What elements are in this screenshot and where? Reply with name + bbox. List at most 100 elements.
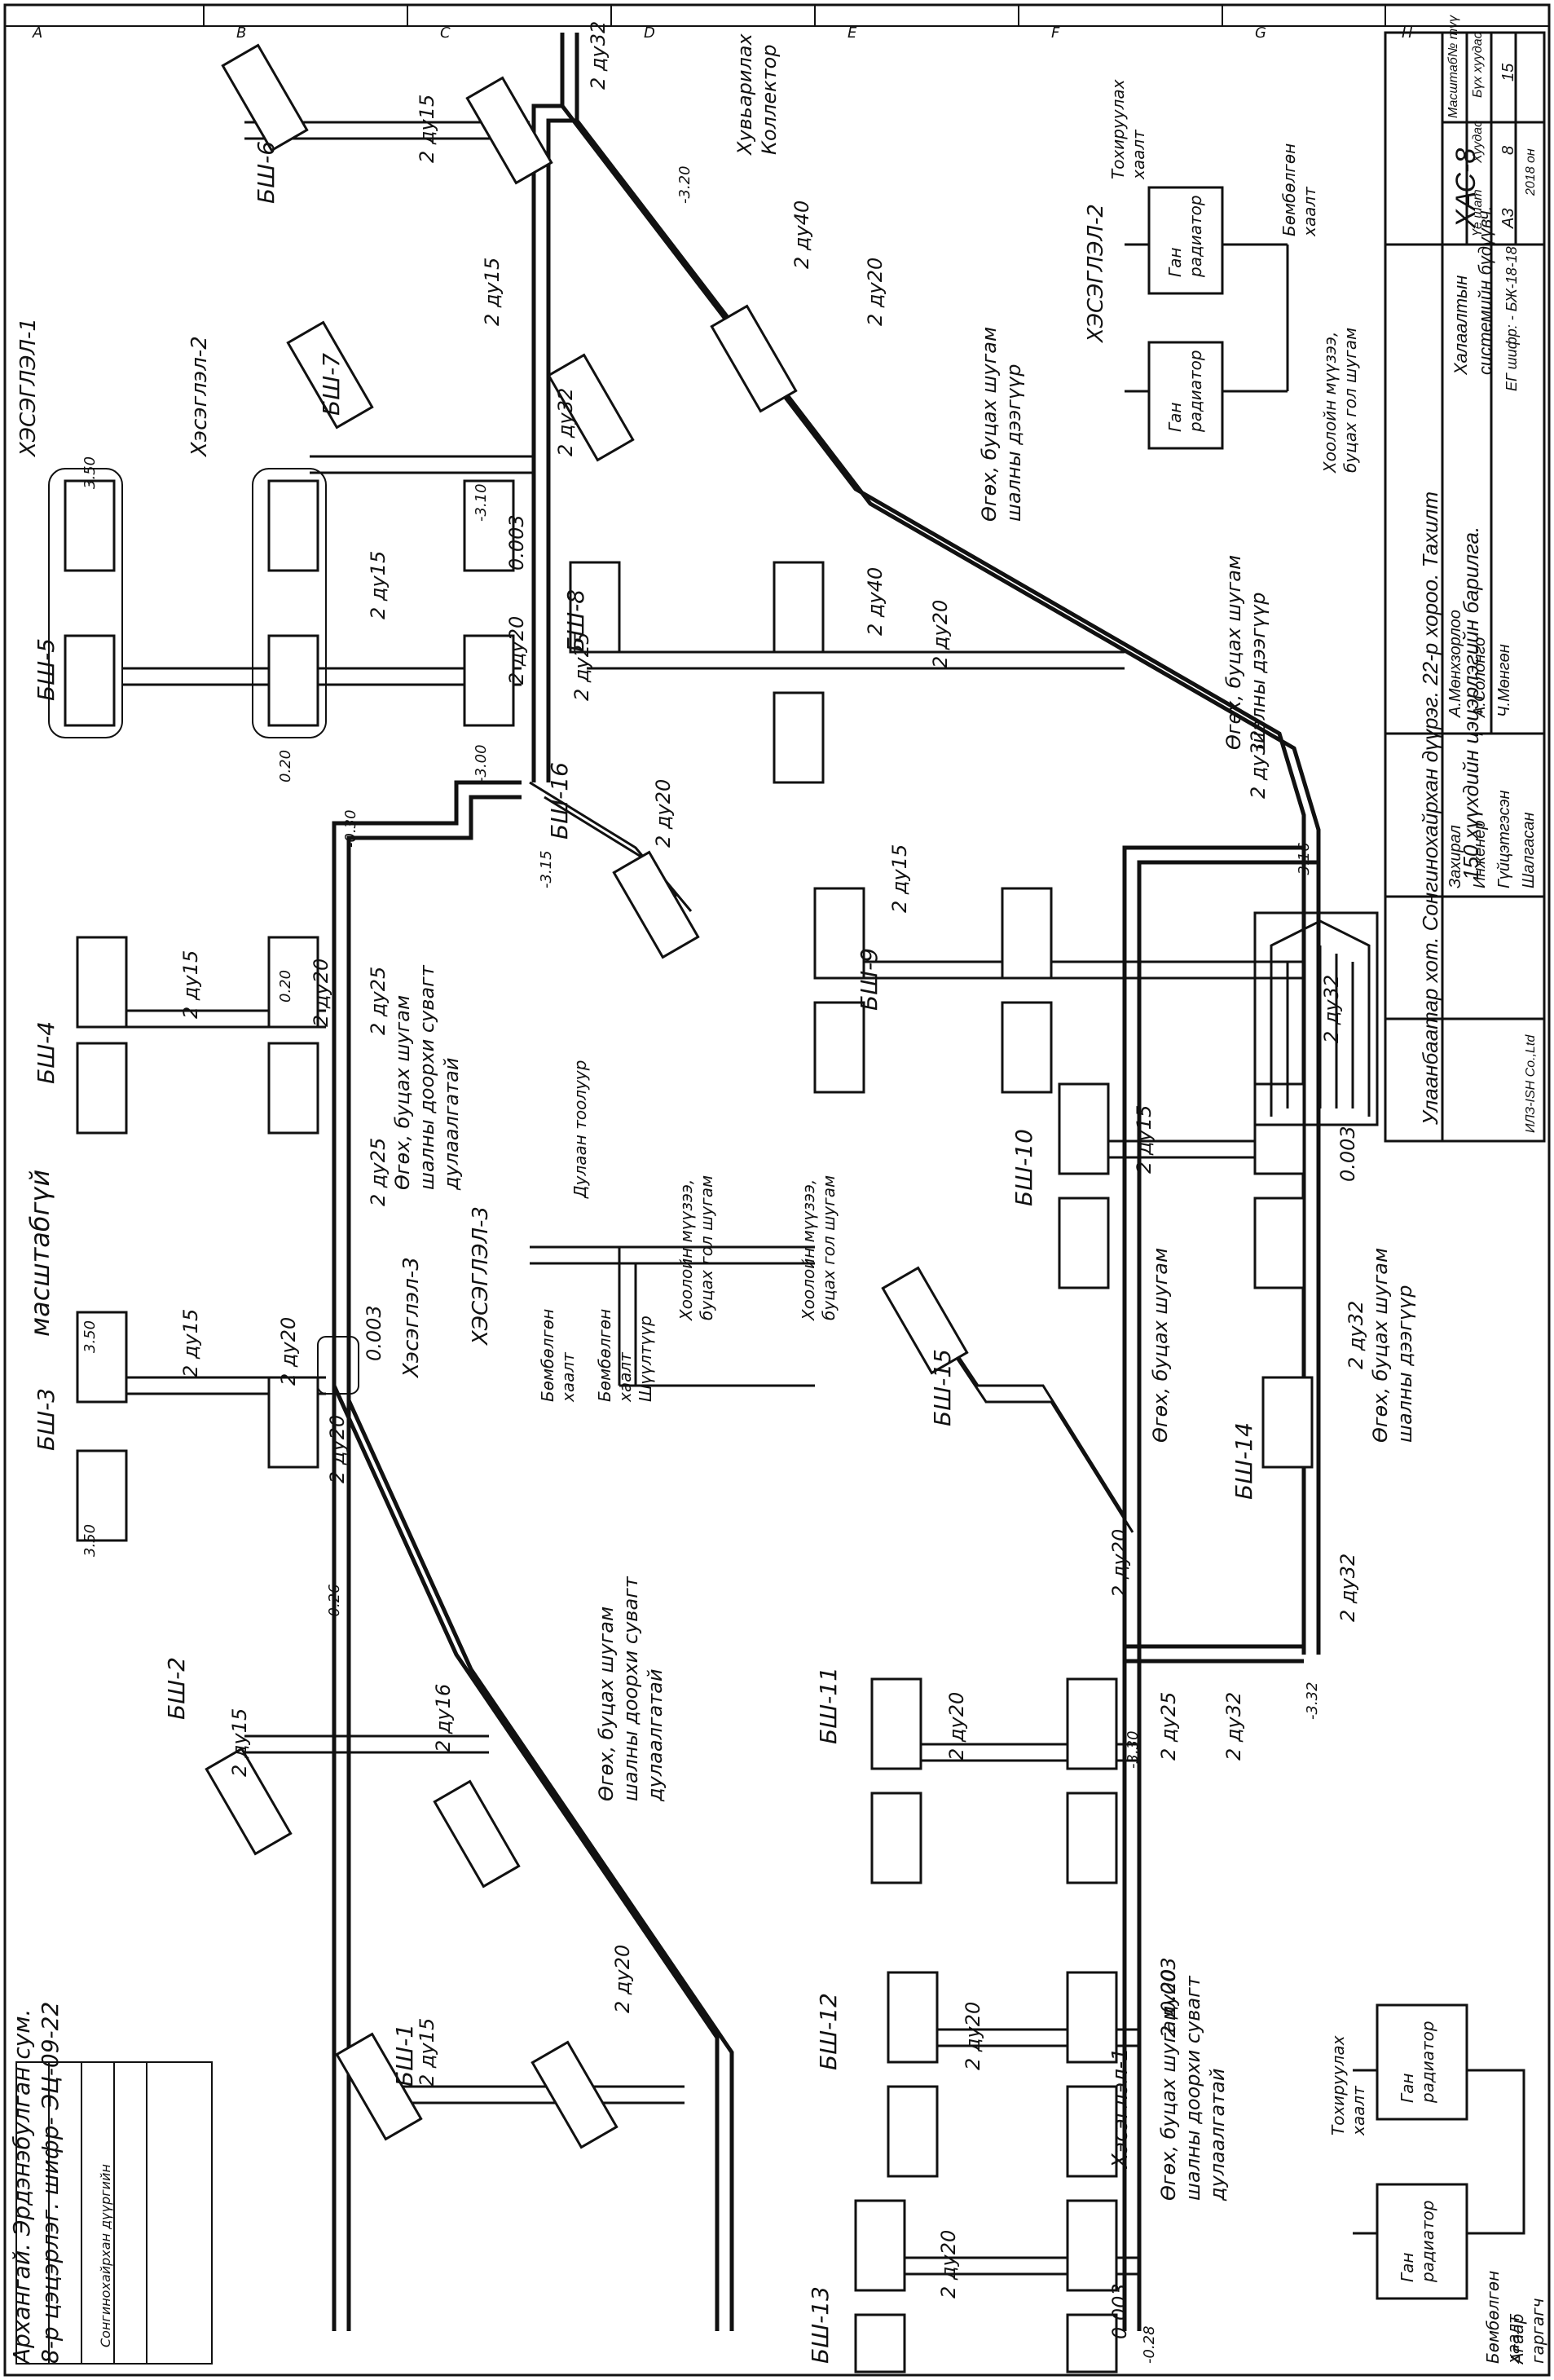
year-note: 2018 он xyxy=(1524,148,1538,196)
person-2: А.Солонго xyxy=(1471,637,1489,717)
radiator-label: Ган xyxy=(1165,402,1185,432)
route-note: дулаалгатай xyxy=(440,1057,463,1191)
valve-label: Тохируулах xyxy=(1108,79,1128,179)
drain-label: буцах гол шугам xyxy=(1340,327,1360,473)
pipe-size-label: 2 ду32 xyxy=(554,387,577,456)
elevation-label: -0.26 xyxy=(326,1584,343,1622)
pipe-size-label: 2 ду15 xyxy=(1133,1104,1156,1174)
pipe-size-label: 2 ду20 xyxy=(277,1316,300,1386)
role-4: Шалгасан xyxy=(1520,812,1538,888)
role-1: Захирал xyxy=(1446,825,1464,888)
margin-letter-d: D xyxy=(644,24,655,42)
pipe-size-label: 2 ду32 xyxy=(1345,1300,1367,1369)
riser-label: БШ-7 xyxy=(318,352,345,416)
person-1: А.Мөнхзорлоо xyxy=(1446,610,1464,717)
margin-letter-a: A xyxy=(33,24,43,42)
pipe-size-label: 2 ду20 xyxy=(929,599,952,668)
node-outlines xyxy=(48,468,359,1395)
route-note: Өгөх, буцах шугам xyxy=(1157,2005,1180,2201)
elevation-label: -3.32 xyxy=(1304,1681,1321,1720)
valve-label: Бөмбөлгөн xyxy=(538,1308,557,1402)
route-note: Өгөх, буцах шугам xyxy=(978,326,1001,522)
drain-label: Хоолойн мүүзээ, xyxy=(676,1179,696,1320)
elevation-label: 3.50 xyxy=(81,1320,99,1353)
node-label: ХЭСЭГЛЭЛ-1 xyxy=(16,318,41,456)
valve-label: хаалт xyxy=(558,1352,578,1402)
stamp-box xyxy=(15,2061,213,2365)
pipe-size-label: 2 ду25 xyxy=(570,632,593,701)
elevation-label: 3.50 xyxy=(81,1523,99,1557)
pipe-size-label: 2 ду40 xyxy=(790,200,813,269)
pipe-size-label: 2 ду15 xyxy=(179,1308,202,1377)
riser-label: БШ-1 xyxy=(391,2023,418,2087)
route-note: Өгөх, буцах шугам xyxy=(1369,1247,1392,1443)
radiator-label: радиатор xyxy=(1186,350,1205,432)
pipe-size-label: 2 ду25 xyxy=(367,966,390,1035)
route-note: Өгөх, буцах шугам xyxy=(1149,1247,1172,1443)
handwritten-note: Архангай. Эрдэнэбулган сум. xyxy=(8,2008,35,2364)
route-note: шалны дээгүүр xyxy=(1247,592,1270,750)
val-format: А3 xyxy=(1499,208,1517,228)
valve-label: хаалт xyxy=(615,1352,635,1402)
pipe-size-label: 2 ду25 xyxy=(367,1137,390,1206)
valve-label: хаалт xyxy=(1129,130,1148,179)
margin-ticks xyxy=(203,5,1386,26)
inset-schematic-top xyxy=(1125,186,1289,450)
pipe-size-label: 2 ду15 xyxy=(416,2017,438,2087)
valve-label: Бөмбөлгөн xyxy=(1279,143,1299,236)
riser-label: БШ-12 xyxy=(815,1993,842,2070)
node-label: Хэсэглэл-1 xyxy=(1108,2047,1133,2168)
riser-label: БШ-9 xyxy=(856,947,883,1011)
route-note: дулаалгатай xyxy=(1206,2068,1229,2202)
elevation-label: 3.50 xyxy=(81,456,99,489)
slope-label: 0.003 xyxy=(1108,2283,1131,2339)
margin-letter-b: B xyxy=(236,24,247,42)
col-sheetno: Хуудас xyxy=(1471,120,1485,163)
sheet-title-line-1: Халаалтын xyxy=(1451,275,1471,375)
riser-label: БШ-16 xyxy=(546,762,573,840)
drain-label: Хоолойн мүүзээ, xyxy=(1320,331,1340,473)
pipe-size-label: 2 ду32 xyxy=(1336,1553,1359,1622)
riser-label: БШ-6 xyxy=(253,140,280,204)
margin-letter-g: G xyxy=(1255,24,1266,42)
title-block xyxy=(1384,31,1546,1143)
route-note: шалны доорхи сувагт xyxy=(1182,1976,1204,2201)
node-label: ХЭСЭГЛЭЛ-3 xyxy=(469,1206,493,1345)
drain-label: буцах гол шугам xyxy=(697,1175,716,1320)
col-total: Бүх хуудас xyxy=(1471,32,1485,98)
margin-letter-h: H xyxy=(1402,24,1413,42)
sheet-frame xyxy=(3,3,1551,2377)
riser-label: БШ-2 xyxy=(163,1656,190,1720)
route-note: Өгөх, буцах шугам xyxy=(1222,554,1245,750)
val-sheetno: 8 xyxy=(1499,145,1517,155)
route-note: Өгөх, буцах шугам xyxy=(391,994,414,1190)
pipe-size-label: 2 ду20 xyxy=(945,1691,968,1761)
radiator-label: Ган xyxy=(1398,2073,1417,2103)
role-3: Гүйцэтгэсэн xyxy=(1495,790,1513,888)
thermo-label: Дулаан тоолуур xyxy=(570,1060,590,1198)
riser-label: БШ-4 xyxy=(33,1020,59,1084)
elevation-label: -3.16 xyxy=(1296,842,1313,880)
drain-label: Хоолойн мүүзээ, xyxy=(799,1179,818,1320)
elevation-label: -3.00 xyxy=(473,744,490,782)
pipe-size-label: 2 ду20 xyxy=(962,2001,984,2070)
node-label: ХЭСЭГЛЭЛ-2 xyxy=(1084,204,1108,342)
radiators xyxy=(64,43,1314,2373)
valve-label: Тохируулах xyxy=(1328,2035,1348,2135)
drain-label: буцах гол шугам xyxy=(819,1175,839,1320)
radiator-label: Ган xyxy=(1398,2252,1417,2282)
filter-label: Шүүлтүүр xyxy=(636,1316,655,1402)
slope-label: 0.003 xyxy=(1336,1126,1359,1182)
pipe-size-label: 2 ду40 xyxy=(864,566,887,636)
pipe-size-label: 2 ду15 xyxy=(888,844,911,913)
scale-note: масштабгүй xyxy=(24,1169,55,1337)
route-note: Өгөх, буцах шугам xyxy=(595,1606,618,1801)
air-label: гаргагч xyxy=(1528,2298,1547,2364)
pipe-size-label: 2 ду32 xyxy=(587,20,610,90)
handwritten-note: 8-р цэцэрлэг. шифр- ЭЦ-09-22 xyxy=(37,2001,64,2364)
col-sheet: № түү xyxy=(1446,15,1460,57)
valve-label: Бөмбөлгөн xyxy=(595,1308,614,1402)
valve-label: хаалт xyxy=(1300,187,1319,236)
pipe-size-label: 2 ду20 xyxy=(505,615,528,685)
